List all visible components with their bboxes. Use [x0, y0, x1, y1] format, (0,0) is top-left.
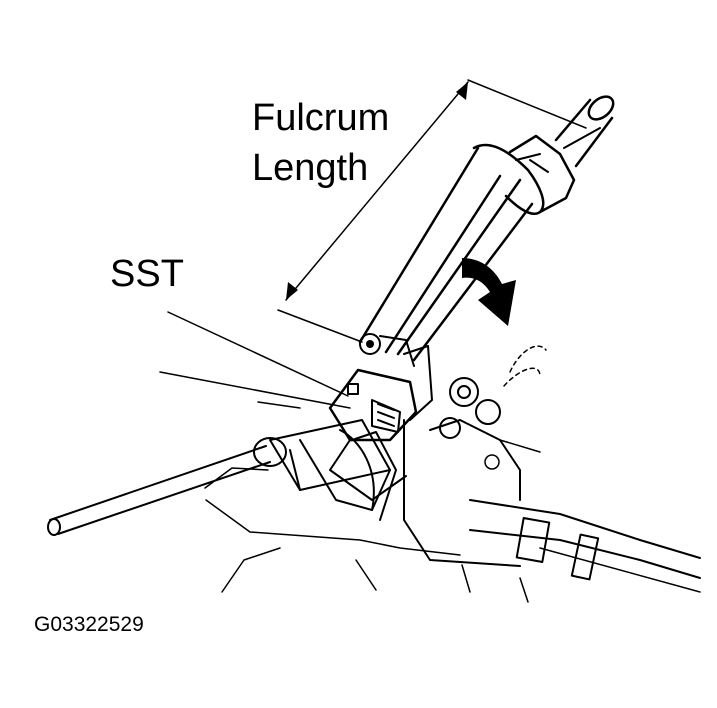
rotation-arrow [462, 258, 516, 326]
fulcrum-length-label-line1: Fulcrum [252, 97, 390, 139]
rack-housing [403, 345, 701, 581]
background-lines [159, 371, 701, 603]
figure-code: G03322529 [34, 613, 144, 636]
dimension-arrowhead-upper [456, 82, 468, 100]
handle-rod [47, 445, 271, 536]
dimension-arrowhead-lower [286, 282, 298, 300]
pinion-shaft [253, 419, 397, 521]
sst-label: SST [110, 253, 184, 295]
fulcrum-length-dimension [277, 79, 587, 343]
torque-wrench [358, 95, 615, 367]
sst-leader [167, 311, 349, 397]
fulcrum-length-label-line2: Length [252, 147, 369, 189]
sst-tool [328, 345, 433, 501]
